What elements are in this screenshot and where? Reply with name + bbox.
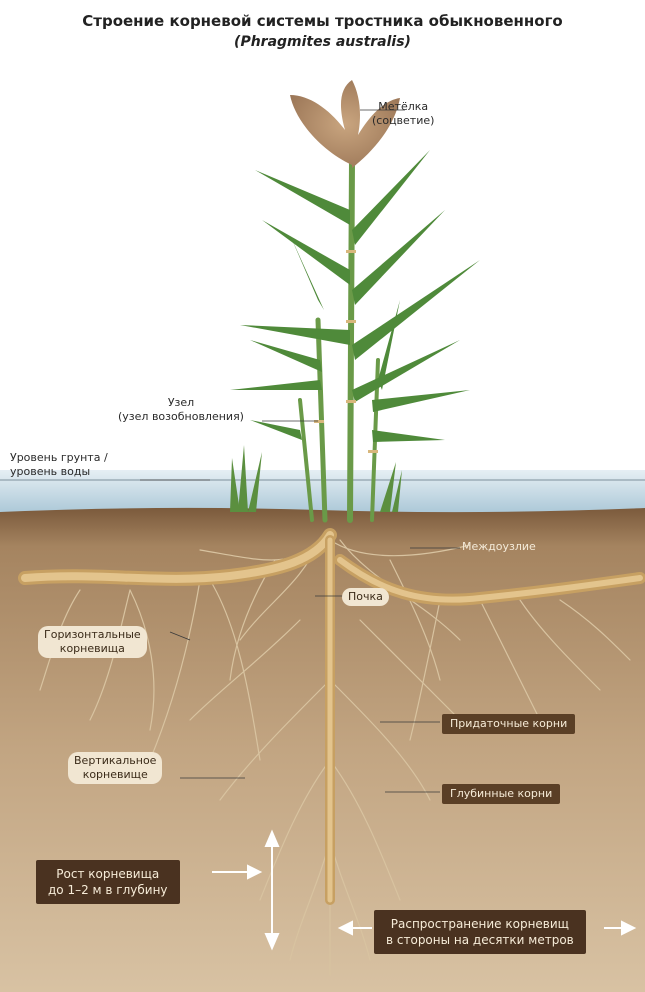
label-ground-line2: уровень воды: [10, 465, 108, 479]
label-vertical-line1: Вертикальное: [74, 754, 156, 768]
label-adventitious-roots: Придаточные корни: [442, 714, 575, 734]
label-depth-growth: Рост корневища до 1–2 м в глубину: [36, 860, 180, 904]
label-node: Узел (узел возобновления): [118, 396, 244, 424]
diagram-title: Строение корневой системы тростника обык…: [0, 12, 645, 30]
label-horizontal-line2: корневища: [44, 642, 141, 656]
label-deep-roots: Глубинные корни: [442, 784, 560, 804]
label-lateral-spread: Распространение корневищ в стороны на де…: [374, 910, 586, 954]
label-spread-line1: Распространение корневищ: [386, 916, 574, 932]
label-vertical-line2: корневище: [74, 768, 156, 782]
label-horizontal-rhizome: Горизонтальные корневища: [38, 626, 147, 658]
leaves: [230, 150, 480, 442]
label-growth-line1: Рост корневища: [48, 866, 168, 882]
label-internode: Междоузлие: [462, 540, 536, 554]
label-panicle-line1: Метёлка: [372, 100, 434, 114]
label-panicle-line2: (соцветие): [372, 114, 434, 128]
label-panicle: Метёлка (соцветие): [372, 100, 434, 128]
label-ground-line1: Уровень грунта /: [10, 451, 108, 465]
label-node-line1: Узел: [118, 396, 244, 410]
label-horizontal-line1: Горизонтальные: [44, 628, 141, 642]
label-spread-line2: в стороны на десятки метров: [386, 932, 574, 948]
label-ground-level: Уровень грунта / уровень воды: [10, 451, 108, 479]
label-bud: Почка: [342, 588, 389, 606]
label-node-line2: (узел возобновления): [118, 410, 244, 424]
label-growth-line2: до 1–2 м в глубину: [48, 882, 168, 898]
label-vertical-rhizome: Вертикальное корневище: [68, 752, 162, 784]
diagram-subtitle: (Phragmites australis): [0, 34, 645, 50]
